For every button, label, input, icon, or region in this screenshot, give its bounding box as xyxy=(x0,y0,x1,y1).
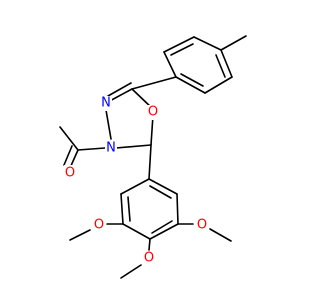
atom-o-methoxy-right: O xyxy=(197,218,207,233)
bond-o-methoxy-bottom-to-methyl xyxy=(120,264,142,279)
atom-n-top: N xyxy=(101,96,111,111)
bond-c2-to-aryl xyxy=(148,144,152,180)
molecule-diagram: N N O O O O O xyxy=(59,35,247,279)
bond-aryl-5 xyxy=(176,193,179,225)
bond-tolyl-methyl xyxy=(220,35,247,51)
bond-tolyl-4 xyxy=(220,49,233,78)
bond-tolyl-inner-2 xyxy=(215,54,226,78)
atom-n-left: N xyxy=(106,141,116,156)
bond-tolyl-3 xyxy=(193,36,222,51)
bond-tolyl-inner-3 xyxy=(180,73,204,87)
bond-acetyl-carbon-to-methyl xyxy=(59,126,79,151)
atom-o-methoxy-bottom: O xyxy=(144,251,154,266)
bond-aryl-4 xyxy=(149,223,179,240)
bond-n-top-to-c5-double xyxy=(107,82,132,97)
bond-tolyl-6 xyxy=(175,76,206,94)
bond-aryl-inner-3 xyxy=(149,185,172,199)
atom-labels: N N O O O O O xyxy=(64,96,208,266)
bond-tolyl-1 xyxy=(163,51,177,78)
bond-acetyl-carbon-to-carbonyl-o-double xyxy=(63,145,73,166)
n-left-label-bg xyxy=(105,140,117,155)
bond-aryl-2 xyxy=(120,193,124,225)
bond-aryl-3 xyxy=(122,223,151,240)
bond-tolyl-2 xyxy=(163,36,195,53)
atom-o-carbonyl: O xyxy=(65,166,75,181)
o-ring-label-bg xyxy=(147,105,159,120)
o-methoxy-left-label-bg xyxy=(93,217,105,232)
atom-o-methoxy-left: O xyxy=(94,218,104,233)
bond-o-methoxy-left-to-methyl xyxy=(69,229,91,241)
bonds xyxy=(59,35,247,279)
bond-aryl-1 xyxy=(120,178,150,195)
bond-aryl-inner-1 xyxy=(127,196,131,222)
o-methoxy-bottom-label-bg xyxy=(143,251,155,266)
bond-aryl-6 xyxy=(148,178,178,195)
bond-n-left-to-n-top xyxy=(105,109,112,140)
bond-aryl-inner-2 xyxy=(151,220,173,234)
molecule-canvas: N N O O O O O xyxy=(59,35,247,279)
bond-c5-to-tolyl xyxy=(131,76,177,90)
bond-n-left-to-acetyl-carbon xyxy=(77,147,106,151)
bond-c2-to-n-left xyxy=(115,144,152,149)
bond-tolyl-inner-1 xyxy=(170,43,194,56)
o-carbonyl-label-bg xyxy=(64,165,76,180)
bond-o-methoxy-right-to-methyl xyxy=(209,228,232,242)
n-top-label-bg xyxy=(100,96,112,111)
bond-tolyl-5 xyxy=(204,76,233,94)
bond-aryl-to-o-methoxy-bottom xyxy=(148,238,151,251)
o-methoxy-right-label-bg xyxy=(196,217,208,232)
atom-o-ring: O xyxy=(148,105,158,120)
